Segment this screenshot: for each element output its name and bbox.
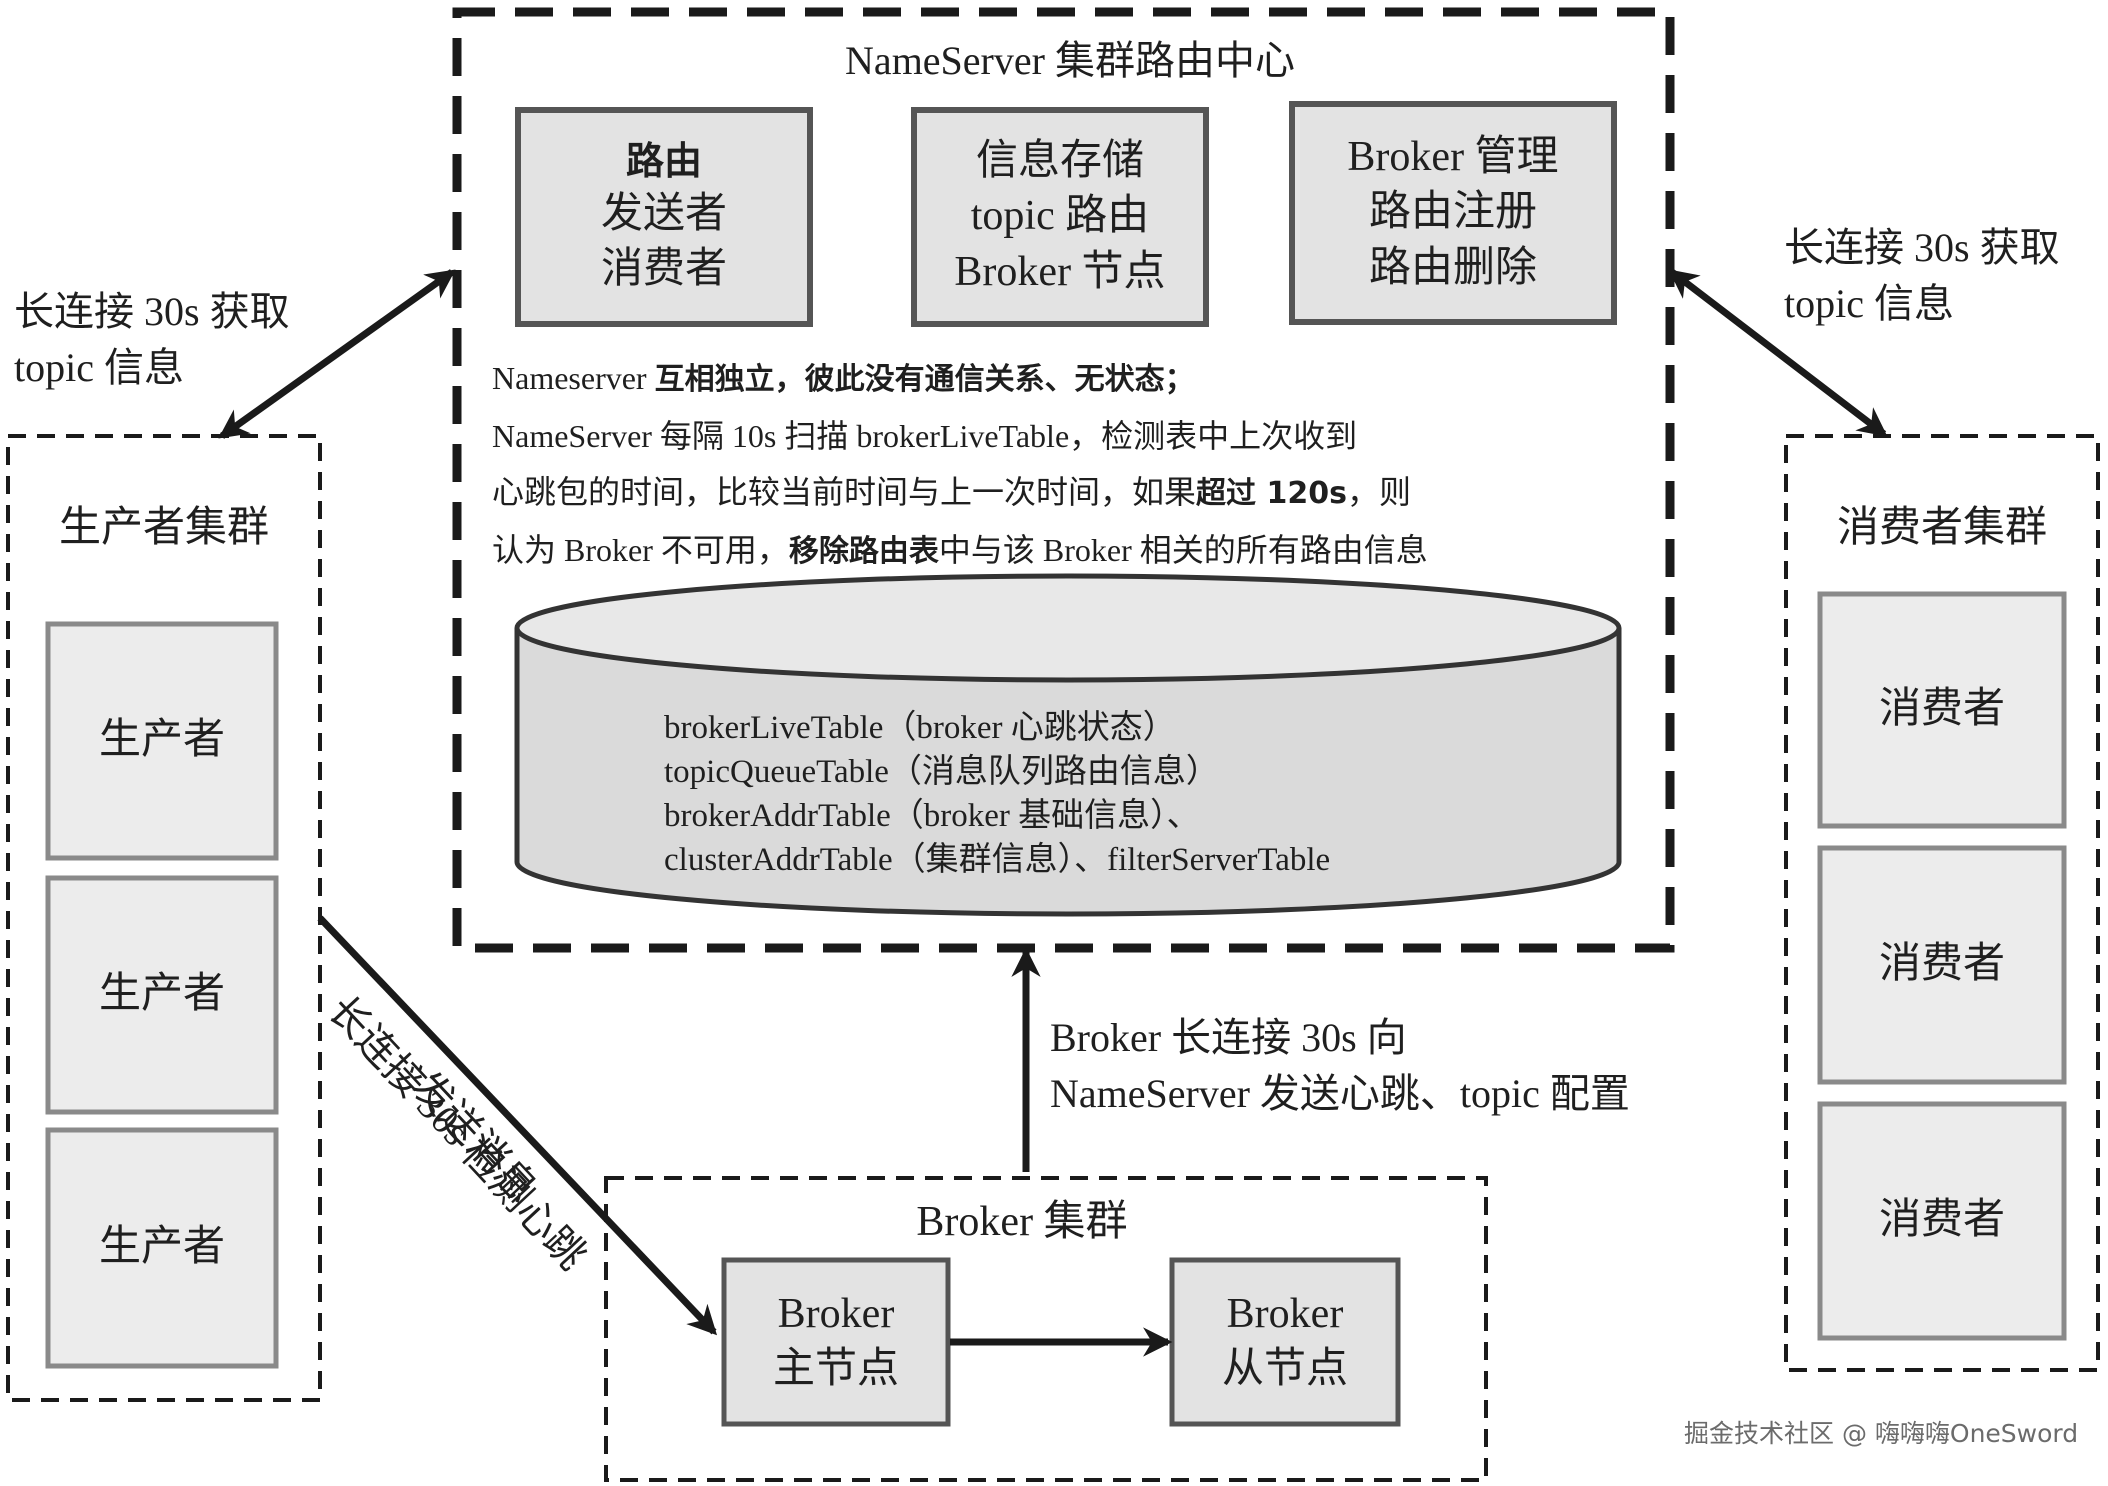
consumer-cluster-title: 消费者集群 bbox=[1836, 505, 2047, 551]
consumer-1: 消费者 bbox=[1820, 594, 2064, 826]
routing-box bbox=[515, 107, 813, 327]
right-connection-line1: 长连接 30s 获取 bbox=[1784, 225, 2060, 270]
broker-slave-line2: 从节点 bbox=[1221, 1346, 1348, 1392]
producer-broker-arrow bbox=[317, 915, 718, 1336]
broker-master-box bbox=[721, 1257, 951, 1427]
producer-3: 生产者 bbox=[48, 1130, 276, 1366]
desc-line4-b: 移除路由表 bbox=[788, 534, 939, 569]
consumer-3: 消费者 bbox=[1820, 1104, 2064, 1338]
consumer-nameserver-arrow bbox=[1668, 269, 1888, 437]
producer-1-label: 生产者 bbox=[98, 717, 225, 764]
right-connection-line2: topic 信息 bbox=[1784, 281, 1954, 326]
desc-line1-a: Nameserver bbox=[492, 360, 655, 396]
info-storage-box bbox=[911, 107, 1209, 327]
info-storage-box-line1: 信息存储 bbox=[975, 137, 1144, 184]
nameserver-cluster-frame bbox=[452, 7, 1675, 953]
consumer-cluster-frame bbox=[1784, 434, 2100, 1372]
nameserver-title: NameServer 集群路由中心 bbox=[845, 38, 1295, 83]
broker-slave-line1: Broker bbox=[1226, 1290, 1344, 1337]
desc-line4-a: 认为 Broker 不可用， bbox=[492, 532, 789, 568]
producer-box-1 bbox=[45, 621, 279, 861]
broker-master: Broker 主节点 bbox=[727, 1263, 945, 1421]
consumer-2-label: 消费者 bbox=[1878, 941, 2005, 988]
broker-master-line1: Broker bbox=[777, 1290, 895, 1337]
desc-line3-b: 超过 120s bbox=[1196, 476, 1347, 511]
watermark: 掘金技术社区 @ 嗨嗨嗨OneSword bbox=[1684, 1419, 2079, 1448]
broker-management-box-text: Broker 管理 路由注册 路由删除 bbox=[1295, 107, 1611, 319]
consumer-3-label: 消费者 bbox=[1878, 1197, 2005, 1244]
desc-line1-b: 互相独立，彼此没有通信关系、无状态； bbox=[654, 362, 1195, 397]
broker-cluster-title: Broker 集群 bbox=[916, 1199, 1128, 1245]
producer-box-2 bbox=[45, 875, 279, 1115]
routing-box-line3: 消费者 bbox=[600, 246, 727, 293]
broker-heartbeat-line2: NameServer 发送心跳、topic 配置 bbox=[1050, 1071, 1630, 1116]
broker-management-box-line1: Broker 管理 bbox=[1347, 133, 1559, 180]
producer-box-3 bbox=[45, 1127, 279, 1369]
broker-management-box-line3: 路由删除 bbox=[1368, 244, 1537, 291]
producer-2: 生产者 bbox=[48, 878, 276, 1112]
desc-line3-a: 心跳包的时间，比较当前时间与上一次时间，如果 bbox=[492, 474, 1197, 510]
broker-cluster-frame bbox=[604, 1176, 1488, 1482]
broker-management-box bbox=[1289, 101, 1617, 325]
table-cluster-addr: clusterAddrTable（集群信息）、filterServerTable bbox=[664, 842, 1331, 878]
desc-line2: NameServer 每隔 10s 扫描 brokerLiveTable，检测表… bbox=[492, 418, 1358, 454]
consumer-1-label: 消费者 bbox=[1878, 686, 2005, 733]
producer-cluster-title: 生产者集群 bbox=[58, 505, 269, 551]
broker-heartbeat-label: Broker 长连接 30s 向 NameServer 发送心跳、topic 配… bbox=[1050, 1010, 1630, 1122]
producer-nameserver-arrow bbox=[218, 269, 456, 439]
broker-slave: Broker 从节点 bbox=[1175, 1263, 1395, 1421]
info-storage-box-text: 信息存储 topic 路由 Broker 节点 bbox=[917, 113, 1203, 321]
right-connection-label: 长连接 30s 获取 topic 信息 bbox=[1784, 220, 2060, 332]
table-broker-addr: brokerAddrTable（broker 基础信息）、 bbox=[664, 798, 1200, 834]
consumer-box-3 bbox=[1817, 1101, 2067, 1341]
routing-tables-list: brokerLiveTable（broker 心跳状态） topicQueueT… bbox=[664, 706, 1330, 882]
consumer-box-1 bbox=[1817, 591, 2067, 829]
desc-line4-c: 中与该 Broker 相关的所有路由信息 bbox=[938, 532, 1428, 568]
broker-heartbeat-line1: Broker 长连接 30s 向 bbox=[1050, 1015, 1407, 1060]
nameserver-description: Nameserver 互相独立，彼此没有通信关系、无状态； NameServer… bbox=[492, 350, 1428, 580]
routing-box-title: 路由 bbox=[625, 139, 702, 184]
table-broker-live: brokerLiveTable（broker 心跳状态） bbox=[664, 710, 1176, 746]
info-storage-box-line2: topic 路由 bbox=[970, 193, 1150, 240]
desc-line3-c: ，则 bbox=[1346, 474, 1411, 510]
consumer-2: 消费者 bbox=[1820, 848, 2064, 1082]
table-topic-queue: topicQueueTable（消息队列路由信息） bbox=[664, 754, 1219, 790]
producer-1: 生产者 bbox=[48, 624, 276, 858]
broker-master-line2: 主节点 bbox=[772, 1346, 899, 1392]
consumer-box-2 bbox=[1817, 845, 2067, 1085]
producer-2-label: 生产者 bbox=[98, 971, 225, 1018]
broker-management-box-line2: 路由注册 bbox=[1368, 189, 1537, 236]
routing-box-text: 路由 发送者 消费者 bbox=[521, 113, 807, 321]
routing-table-database bbox=[514, 573, 1622, 917]
left-connection-line1: 长连接 30s 获取 bbox=[14, 289, 290, 334]
left-connection-line2: topic 信息 bbox=[14, 345, 184, 390]
producer-3-label: 生产者 bbox=[98, 1224, 225, 1271]
info-storage-box-line3: Broker 节点 bbox=[954, 248, 1166, 295]
routing-box-line2: 发送者 bbox=[600, 190, 727, 237]
left-connection-label: 长连接 30s 获取 topic 信息 bbox=[14, 284, 290, 396]
